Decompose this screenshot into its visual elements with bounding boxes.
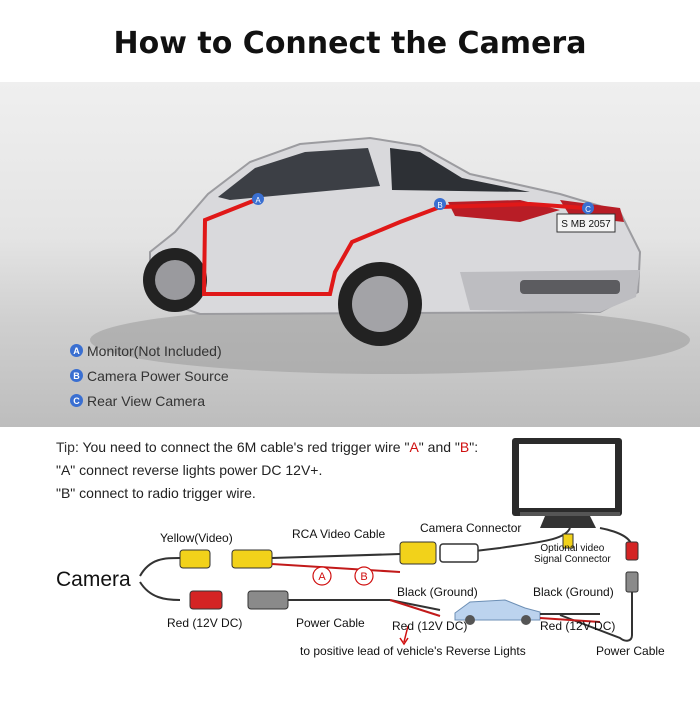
cable-route [201, 197, 586, 296]
red-plug [189, 590, 223, 610]
camera-connector-white [439, 543, 479, 563]
camera-label: Camera [56, 568, 131, 591]
car-illustration: S MB 2057 A B C [90, 136, 690, 374]
rca-cable-label: RCA Video Cable [292, 527, 386, 541]
car-rear-window [390, 148, 530, 192]
camera-cable-top [139, 557, 181, 577]
camera-cable-bottom [139, 581, 181, 601]
legend-letter: C [70, 394, 83, 407]
yellow-plug-left [179, 549, 211, 569]
tip-block: Tip: You need to connect the 6M cable's … [56, 437, 516, 506]
legend-item: B Camera Power Source [70, 363, 229, 388]
tip-b: B [459, 439, 470, 455]
optional-video-label: Optional video Signal Connector [534, 543, 611, 565]
legend-text: Camera Power Source [87, 367, 229, 384]
page-title: How to Connect the Camera [113, 26, 587, 61]
rca-cable [271, 553, 401, 559]
legend-letter: A [70, 344, 83, 357]
legend: A Monitor(Not Included) B Camera Power S… [70, 338, 229, 413]
black-ground-left-label: Black (Ground) [397, 585, 478, 599]
marker-c-label: C [585, 205, 591, 214]
legend-letter: B [70, 369, 83, 382]
legend-item: A Monitor(Not Included) [70, 338, 229, 363]
rear-rim [352, 276, 408, 332]
camera-connector-label: Camera Connector [420, 521, 522, 535]
tip-line-3: "B" connect to radio trigger wire. [56, 485, 256, 501]
power-plug-gray [625, 571, 639, 593]
gray-plug [247, 590, 289, 610]
power-cable-right [559, 592, 633, 642]
tip-text: " and " [418, 439, 460, 455]
monitor-stand [540, 516, 596, 528]
camera-connector-plug [399, 541, 437, 565]
car-exhaust [520, 280, 620, 294]
optional-connector [562, 533, 574, 549]
optional-video-line-1: Optional video [540, 543, 605, 554]
marker-a-label: A [255, 196, 261, 205]
red-12v-right-label: Red (12V DC) [540, 619, 616, 633]
wiring-svg: A B [139, 438, 639, 646]
legend-text: Monitor(Not Included) [87, 342, 222, 359]
reverse-arrow [403, 625, 409, 643]
front-rim [155, 260, 195, 300]
monitor-screen [519, 444, 615, 508]
plate-text: S MB 2057 [561, 219, 611, 230]
trigger-wire [271, 563, 401, 573]
tip-line-1: Tip: You need to connect the 6M cable's … [56, 437, 516, 460]
tip-line-2: "A" connect reverse lights power DC 12V+… [56, 462, 323, 478]
red-12v-mid-label: Red (12V DC) [392, 619, 468, 633]
wiring-diagram: A B Camera Yellow(Video) Red (12V DC) RC… [0, 430, 700, 705]
tip-label: Tip [56, 439, 75, 455]
marker-b-label: B [437, 201, 442, 210]
tip-a: A [409, 439, 419, 455]
marker-a [252, 193, 264, 205]
yellow-plug-right [231, 549, 273, 569]
black-ground-right-label: Black (Ground) [533, 585, 614, 599]
wire-a-label: A [318, 571, 326, 583]
yellow-video-label: Yellow(Video) [160, 531, 233, 545]
car-side-window [218, 148, 380, 200]
marker-b [434, 198, 446, 210]
license-plate [556, 213, 616, 233]
red-12v-label: Red (12V DC) [167, 616, 243, 630]
legend-item: C Rear View Camera [70, 388, 229, 413]
tip-text: : You need to connect the 6M cable's red… [74, 439, 410, 455]
optional-video-line-2: Signal Connector [534, 554, 611, 565]
marker-c [582, 202, 594, 214]
wire-a-circle [312, 566, 332, 586]
power-plug-red [625, 541, 639, 561]
wire-b-label: B [360, 571, 367, 583]
power-cable-right-label: Power Cable [596, 644, 665, 658]
tip-text: ": [469, 439, 479, 455]
car-photo: S MB 2057 A B C A Monitor(Not Included) … [0, 82, 700, 427]
power-cable-label: Power Cable [296, 616, 365, 630]
legend-text: Rear View Camera [87, 392, 206, 409]
monitor-cable [449, 527, 571, 555]
wire-b-circle [354, 566, 374, 586]
reverse-lights-label: to positive lead of vehicle's Reverse Li… [300, 644, 526, 658]
